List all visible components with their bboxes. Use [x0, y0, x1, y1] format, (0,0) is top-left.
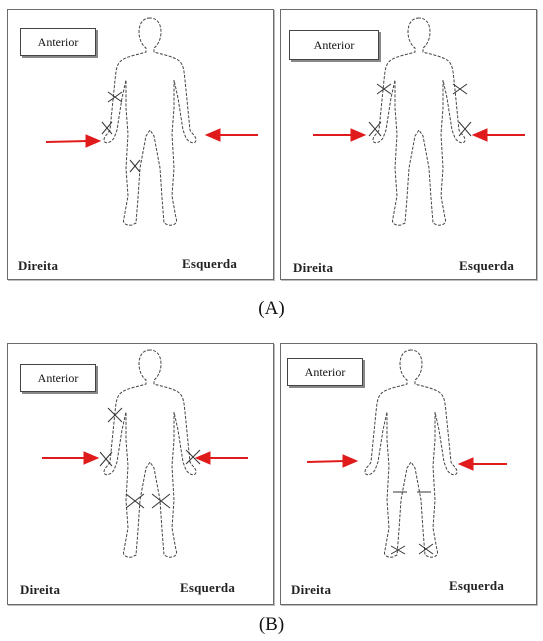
- human-body-outline-icon: [104, 350, 196, 557]
- pain-mark-icon: [391, 492, 433, 554]
- human-body-outline-icon: [365, 350, 457, 557]
- left-side-label: Esquerda: [449, 578, 504, 594]
- figure-caption-a: (A): [0, 298, 543, 320]
- pain-mark-icon: [369, 84, 471, 136]
- panel-a-left: Anterior Direita Esquerda: [7, 9, 274, 280]
- panel-a-right: Anterior Direita Esquerda: [280, 9, 537, 280]
- human-body-outline-icon: [104, 18, 196, 225]
- pain-mark-icon: [100, 408, 200, 508]
- left-side-label: Esquerda: [180, 580, 235, 596]
- right-side-label: Direita: [18, 258, 58, 274]
- figure-caption-b: (B): [0, 614, 543, 636]
- panel-b-left: Anterior Direita Esquerda: [7, 343, 274, 605]
- view-label: Anterior: [20, 364, 96, 392]
- left-side-label: Esquerda: [459, 258, 514, 274]
- view-label: Anterior: [20, 28, 96, 56]
- view-label: Anterior: [287, 358, 363, 386]
- view-label: Anterior: [289, 30, 379, 60]
- red-arrow-icon: [46, 129, 258, 147]
- right-side-label: Direita: [20, 582, 60, 598]
- red-arrow-icon: [42, 452, 248, 464]
- right-side-label: Direita: [291, 582, 331, 598]
- panel-b-right: Anterior Direita Esquerda: [280, 343, 537, 605]
- human-body-outline-icon: [373, 18, 465, 225]
- right-side-label: Direita: [293, 260, 333, 276]
- left-side-label: Esquerda: [182, 256, 237, 272]
